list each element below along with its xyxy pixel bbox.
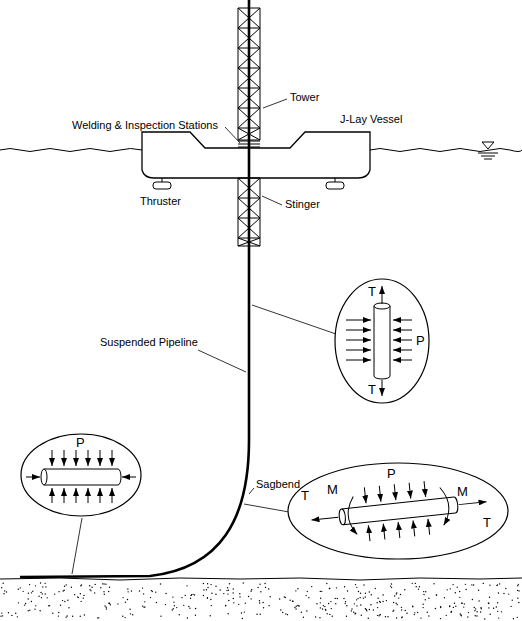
load-symbol: M xyxy=(457,484,468,499)
load-symbol: T xyxy=(368,284,376,299)
load-inset: P xyxy=(20,433,142,517)
part-label: J-Lay Vessel xyxy=(340,113,402,126)
part-label: Welding & Inspection Stations xyxy=(72,119,218,132)
load-symbol: P xyxy=(76,435,85,450)
load-symbol: T xyxy=(301,488,309,503)
part-label: Sagbend xyxy=(256,478,300,491)
part-label: Suspended Pipeline xyxy=(100,336,198,349)
load-inset: P M M T T xyxy=(287,462,509,560)
load-symbol: T xyxy=(368,382,376,397)
load-symbol: P xyxy=(416,333,425,348)
part-label: Stinger xyxy=(285,198,320,211)
part-label: Thruster xyxy=(140,195,181,208)
part-label: Tower xyxy=(290,91,319,104)
water-surface xyxy=(0,149,142,152)
seabed-stipple xyxy=(0,582,519,619)
load-symbol: P xyxy=(387,466,396,481)
seabed xyxy=(0,578,522,580)
pipeline xyxy=(20,0,249,577)
load-symbol: T xyxy=(483,515,491,530)
vessel-hull xyxy=(142,132,370,178)
load-symbol: M xyxy=(327,482,338,497)
inset-outline xyxy=(287,462,509,560)
water-level-symbol xyxy=(478,142,498,159)
inset-outline xyxy=(334,278,430,404)
water-surface xyxy=(370,149,522,152)
load-inset: T P T xyxy=(334,278,430,404)
